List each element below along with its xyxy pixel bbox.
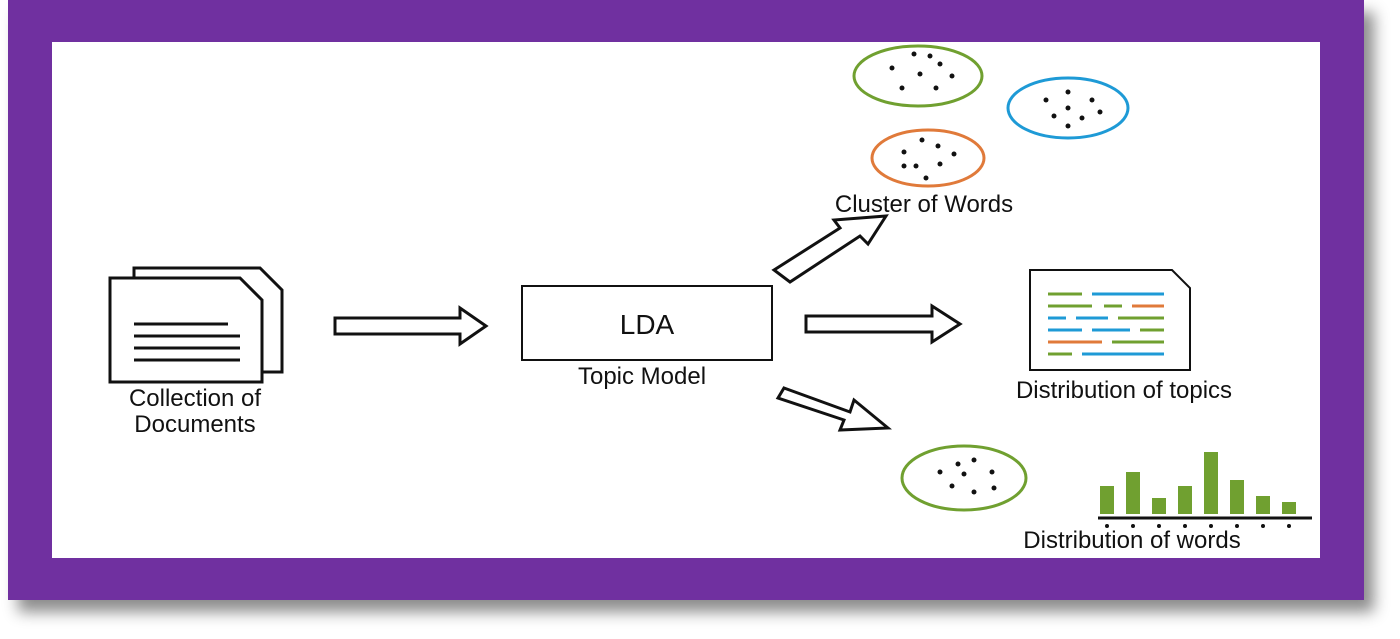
word-bar-chart-icon: [1098, 452, 1312, 528]
cluster-circle-icon: [1006, 76, 1130, 140]
lda-caption: Topic Model: [578, 363, 706, 390]
documents-label-line1: Collection of: [129, 385, 261, 412]
lda-box-label: LDA: [620, 309, 675, 340]
words-label: Distribution of words: [1023, 527, 1240, 554]
cluster-circle-icon: [900, 444, 1028, 512]
documents-label-line2: Documents: [134, 411, 255, 438]
cluster-circle-icon: [852, 44, 984, 108]
topics-label: Distribution of topics: [1016, 377, 1232, 404]
cluster-circle-icon: [870, 128, 986, 188]
arrow-lda-to-cluster: [771, 214, 889, 284]
arrow-lda-to-words: [775, 386, 892, 432]
arrow-documents-to-lda: [333, 305, 489, 347]
topic-document-icon: [1029, 269, 1191, 371]
lda-box: [521, 285, 773, 361]
arrow-lda-to-topics: [804, 303, 963, 345]
diagram-canvas: Collection of Documents LDA Topic Model: [52, 42, 1320, 558]
documents-icon: [108, 266, 284, 384]
cluster-label: Cluster of Words: [835, 191, 1013, 218]
